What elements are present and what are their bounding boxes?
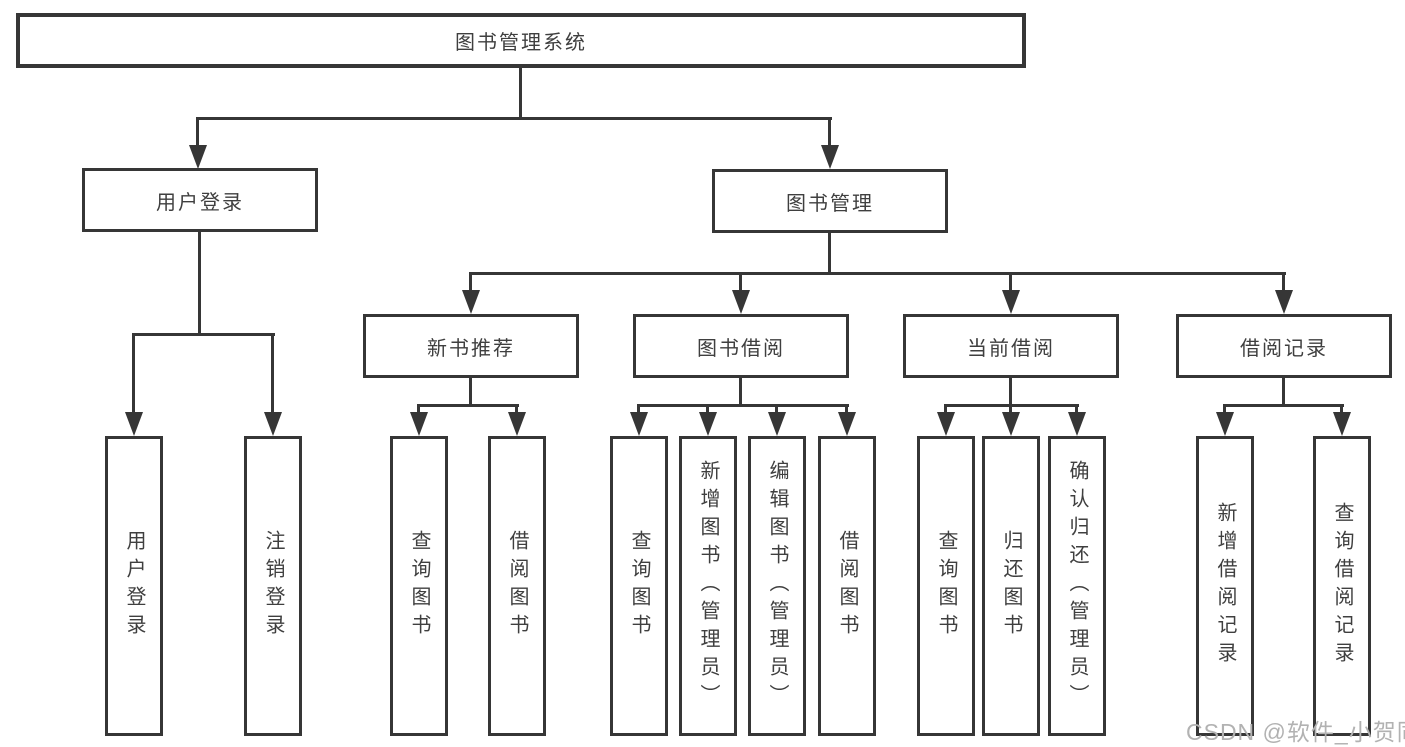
- connector-drop: [1282, 272, 1285, 292]
- arrow-down-icon: [462, 290, 480, 314]
- node-label: 图书管理: [786, 192, 874, 215]
- connector-trunk: [1282, 378, 1285, 407]
- leaf-add-books-admin: 新增图书（管理员）: [679, 436, 737, 736]
- node-label: 查询图书: [408, 530, 430, 642]
- leaf-query-books: 查询图书: [390, 436, 448, 736]
- node-label: 借阅记录: [1240, 337, 1328, 360]
- node-user-login: 用户登录: [82, 168, 318, 232]
- connector-branch: [1223, 404, 1344, 407]
- connector-drop: [271, 333, 274, 414]
- connector-drop-user-login: [196, 117, 199, 147]
- node-new-book-recommend: 新书推荐: [363, 314, 579, 378]
- arrow-down-icon: [189, 145, 207, 169]
- node-label: 图书管理系统: [455, 32, 587, 54]
- arrow-down-icon: [630, 412, 648, 436]
- node-label: 借阅图书: [506, 530, 528, 642]
- leaf-add-borrow-record: 新增借阅记录: [1196, 436, 1254, 736]
- connector-branch: [637, 404, 849, 407]
- node-label: 借阅图书: [836, 530, 858, 642]
- node-label: 查询借阅记录: [1331, 502, 1353, 670]
- node-label: 图书借阅: [697, 337, 785, 360]
- connector-drop: [1075, 404, 1078, 414]
- leaf-return-books: 归还图书: [982, 436, 1040, 736]
- connector-drop: [637, 404, 640, 414]
- connector-drop: [1009, 404, 1012, 414]
- connector-level3-branch: [469, 272, 1286, 275]
- connector-book-mgmt-trunk: [828, 233, 831, 274]
- connector-user-login-branch: [132, 333, 275, 336]
- arrow-down-icon: [1002, 290, 1020, 314]
- connector-drop: [417, 404, 420, 414]
- connector-drop-book-mgmt: [828, 117, 831, 147]
- arrow-down-icon: [508, 412, 526, 436]
- arrow-down-icon: [410, 412, 428, 436]
- connector-drop: [775, 404, 778, 414]
- arrow-down-icon: [821, 145, 839, 169]
- leaf-logout: 注销登录: [244, 436, 302, 736]
- connector-drop: [739, 272, 742, 292]
- arrow-down-icon: [699, 412, 717, 436]
- arrow-down-icon: [1068, 412, 1086, 436]
- connector-branch: [417, 404, 519, 407]
- node-label: 查询图书: [935, 530, 957, 642]
- connector-drop: [845, 404, 848, 414]
- arrow-down-icon: [732, 290, 750, 314]
- node-label: 查询图书: [628, 530, 650, 642]
- leaf-user-login: 用户登录: [105, 436, 163, 736]
- node-label: 新增图书（管理员）: [697, 460, 719, 712]
- leaf-query-books: 查询图书: [917, 436, 975, 736]
- node-label: 编辑图书（管理员）: [766, 460, 788, 712]
- connector-drop: [1009, 272, 1012, 292]
- arrow-down-icon: [125, 412, 143, 436]
- node-label: 确认归还（管理员）: [1066, 460, 1088, 712]
- leaf-query-borrow-record: 查询借阅记录: [1313, 436, 1371, 736]
- node-current-borrowing: 当前借阅: [903, 314, 1119, 378]
- connector-drop: [944, 404, 947, 414]
- node-borrow-records: 借阅记录: [1176, 314, 1392, 378]
- connector-level2-branch: [196, 117, 832, 120]
- arrow-down-icon: [1333, 412, 1351, 436]
- leaf-edit-books-admin: 编辑图书（管理员）: [748, 436, 806, 736]
- node-label: 新书推荐: [427, 337, 515, 360]
- node-label: 新增借阅记录: [1214, 502, 1236, 670]
- node-label: 归还图书: [1000, 530, 1022, 642]
- connector-drop: [515, 404, 518, 414]
- node-book-borrowing: 图书借阅: [633, 314, 849, 378]
- csdn-watermark: CSDN @软件_小贺同学: [1186, 719, 1405, 745]
- leaf-borrow-books: 借阅图书: [488, 436, 546, 736]
- arrow-down-icon: [1002, 412, 1020, 436]
- arrow-down-icon: [838, 412, 856, 436]
- leaf-query-books: 查询图书: [610, 436, 668, 736]
- connector-root-trunk: [519, 67, 522, 119]
- connector-drop: [469, 272, 472, 292]
- node-label: 用户登录: [123, 530, 145, 642]
- arrow-down-icon: [264, 412, 282, 436]
- node-book-management: 图书管理: [712, 169, 948, 233]
- leaf-borrow-books: 借阅图书: [818, 436, 876, 736]
- connector-trunk: [739, 378, 742, 407]
- connector-drop: [1340, 404, 1343, 414]
- leaf-confirm-return-admin: 确认归还（管理员）: [1048, 436, 1106, 736]
- arrow-down-icon: [1275, 290, 1293, 314]
- node-label: 当前借阅: [967, 337, 1055, 360]
- arrow-down-icon: [1216, 412, 1234, 436]
- connector-drop: [1223, 404, 1226, 414]
- node-label: 用户登录: [156, 191, 244, 214]
- connector-trunk: [1009, 378, 1012, 407]
- node-label: 注销登录: [262, 530, 284, 642]
- connector-drop: [132, 333, 135, 414]
- connector-user-login-trunk: [198, 232, 201, 335]
- arrow-down-icon: [937, 412, 955, 436]
- connector-drop: [706, 404, 709, 414]
- connector-trunk: [469, 378, 472, 407]
- arrow-down-icon: [768, 412, 786, 436]
- node-library-system: 图书管理系统: [16, 13, 1026, 68]
